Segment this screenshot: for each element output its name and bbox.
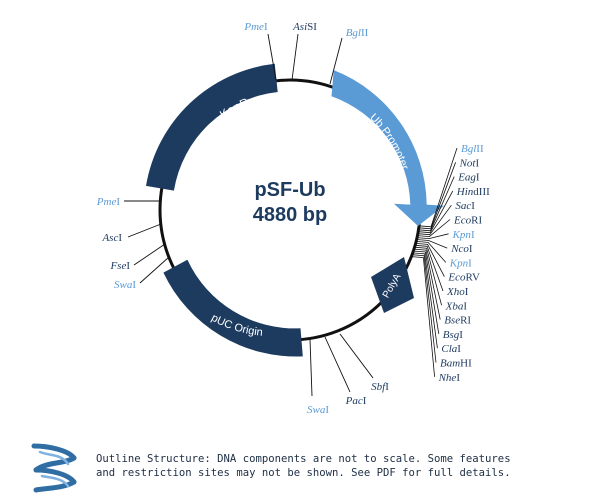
- footer-line-2: and restriction sites may not be shown. …: [96, 467, 511, 479]
- cluster-site-labels: BglII NotI EagI HindIII SacI EcoRI KpnI NcoI Kpn…: [438, 143, 491, 384]
- cluster-site-label: BamHI: [440, 358, 472, 370]
- site-leader-lines: [124, 33, 374, 397]
- site-label-paci: PacI: [345, 395, 367, 407]
- cluster-site-label: EagI: [457, 172, 480, 184]
- site-label-asisi: AsiSI: [292, 21, 317, 33]
- cluster-site-label: KpnI: [452, 229, 475, 241]
- cluster-site-label: EcoRI: [453, 215, 482, 227]
- cluster-leader-line: [411, 256, 435, 377]
- dna-helix-icon: [31, 443, 77, 493]
- cluster-site-label: SacI: [455, 200, 475, 212]
- cluster-site-label: KpnI: [449, 257, 472, 269]
- site-label-swai-bottom: SwaI: [307, 404, 329, 416]
- cluster-site-label: HindIII: [456, 186, 490, 198]
- cluster-site-label: BseRI: [444, 315, 471, 327]
- cluster-leader-line: [418, 147, 458, 228]
- cluster-site-label: BsgI: [443, 329, 464, 341]
- site-label-pmei-left: PmeI: [96, 196, 121, 208]
- cluster-leader-line: [413, 250, 440, 334]
- footer-line-1: Outline Structure: DNA components are no…: [96, 453, 511, 465]
- site-label-fsei: FseI: [109, 260, 130, 272]
- feature-ub-promoter: [331, 70, 444, 226]
- site-label-bglii-top: BglII: [346, 27, 369, 39]
- site-label-asci: AscI: [101, 232, 122, 244]
- cluster-site-label: NotI: [459, 157, 480, 169]
- cluster-leader-line: [414, 246, 442, 306]
- plasmid-size: 4880 bp: [253, 204, 327, 226]
- cluster-site-label: ClaI: [441, 343, 461, 355]
- cluster-leader-line: [416, 233, 449, 240]
- cluster-site-label: EcoRV: [447, 272, 480, 284]
- cluster-leader-line: [415, 244, 444, 292]
- cluster-site-label: XhoI: [446, 286, 469, 298]
- site-label-pmei-top: PmeI: [243, 21, 268, 33]
- cluster-leader-line: [416, 239, 448, 249]
- feature-puc-origin: [163, 259, 303, 357]
- site-label-swai-left: SwaI: [114, 279, 136, 291]
- feature-polya: [371, 257, 414, 313]
- cluster-leader-line: [415, 243, 445, 277]
- cluster-leader-line: [418, 176, 455, 232]
- cluster-leader-lines: [411, 147, 458, 377]
- cluster-leader-line: [418, 162, 456, 230]
- cluster-leader-line: [412, 254, 437, 363]
- cluster-leader-line: [417, 204, 452, 236]
- plasmid-name: pSF-Ub: [254, 179, 325, 201]
- cluster-leader-line: [418, 190, 454, 234]
- cluster-leader-line: [413, 248, 441, 320]
- cluster-leader-line: [417, 219, 451, 238]
- cluster-site-label: XbaI: [445, 300, 468, 312]
- cluster-site-label: NcoI: [450, 243, 473, 255]
- cluster-leader-line: [416, 241, 447, 263]
- site-label-sbfi: SbfI: [371, 381, 389, 393]
- cluster-site-label: NheI: [438, 372, 461, 384]
- footer-note: Outline Structure: DNA components are no…: [96, 452, 586, 480]
- cluster-leader-line: [412, 252, 438, 349]
- feature-kanr: [146, 63, 278, 191]
- cluster-site-label: BglII: [461, 143, 484, 155]
